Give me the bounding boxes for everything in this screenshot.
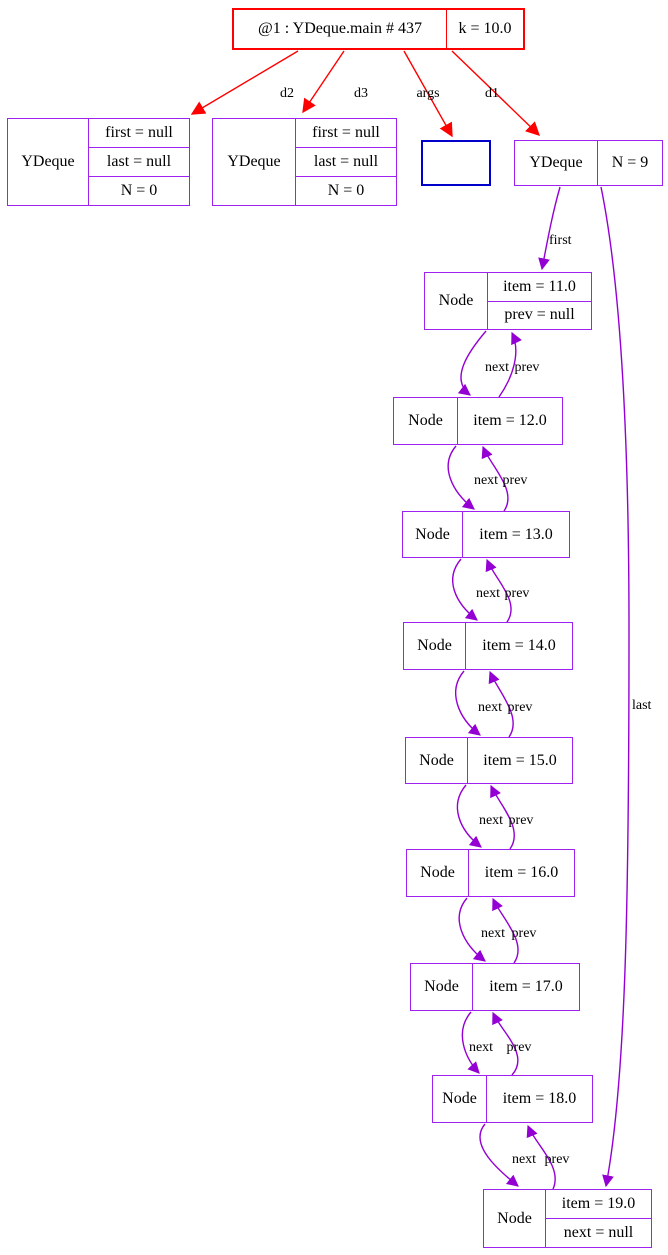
edge-label-next: next (512, 1152, 536, 1167)
node-type-label: Node (404, 623, 466, 669)
node-type-label: Node (403, 512, 463, 557)
edge-label-d1: d1 (485, 86, 499, 101)
ydeque-type-label: YDeque (515, 141, 598, 185)
ydeque-box-d2: YDeque first = null last = null N = 0 (7, 118, 190, 206)
edge-next-11-12 (457, 330, 487, 396)
edge-prev-17-16 (492, 897, 519, 964)
node-field-item: item = 19.0 (561, 1195, 636, 1212)
node-type-label: Node (407, 850, 469, 896)
node-type-label: Node (425, 273, 488, 329)
edge-label-first: first (549, 233, 572, 248)
edge-next-16-17 (458, 897, 486, 962)
stack-frame-box: @1 : YDeque.main # 437 k = 10.0 (232, 8, 525, 50)
edge-next-17-18 (461, 1011, 480, 1074)
edge-prev-18-17 (492, 1011, 519, 1076)
node-box-11: Node item = 11.0 prev = null (424, 272, 592, 330)
edge-label-next: next (481, 926, 505, 941)
ydeque-field-first: first = null (312, 124, 380, 141)
edge-prev-12-11 (498, 331, 522, 398)
edge-label-prev: prev (512, 926, 537, 941)
edge-label-next: next (476, 586, 500, 601)
node-box-16: Node item = 16.0 (406, 849, 575, 897)
node-box-19: Node item = 19.0 next = null (483, 1189, 652, 1248)
ydeque-field-n: N = 0 (89, 176, 189, 205)
node-field-item: item = 18.0 (502, 1090, 577, 1107)
args-box (421, 140, 491, 186)
edge-label-next: next (479, 813, 503, 828)
edge-label-prev: prev (515, 360, 540, 375)
edge-label-d2: d2 (280, 86, 294, 101)
node-field-item: item = 14.0 (482, 637, 556, 654)
edge-label-next: next (478, 700, 502, 715)
node-type-label: Node (406, 738, 468, 783)
node-field-item: item = 16.0 (484, 864, 559, 881)
args-empty-cell (423, 142, 489, 184)
edge-label-prev: prev (509, 813, 534, 828)
edge-last (600, 186, 630, 1188)
edge-label-prev: prev (505, 586, 530, 601)
ydeque-field-last: last = null (296, 147, 396, 176)
node-box-13: Node item = 13.0 (402, 511, 570, 558)
node-field-item: item = 17.0 (489, 978, 563, 995)
node-box-12: Node item = 12.0 (393, 397, 563, 445)
edge-label-d3: d3 (354, 86, 368, 101)
edge-d3 (302, 50, 345, 114)
node-field-item: item = 15.0 (483, 751, 557, 769)
edge-prev-13-12 (481, 445, 509, 512)
edge-next-12-13 (447, 445, 475, 510)
node-box-18: Node item = 18.0 (432, 1075, 593, 1123)
edge-label-next: next (474, 473, 498, 488)
edge-label-next: next (485, 360, 509, 375)
node-box-17: Node item = 17.0 (410, 963, 580, 1011)
edge-args (403, 50, 453, 138)
ydeque-type-label: YDeque (8, 119, 89, 205)
edge-next-13-14 (452, 558, 478, 621)
edge-label-prev: prev (503, 473, 528, 488)
edge-label-args: args (416, 86, 439, 101)
node-field-next: next = null (546, 1218, 651, 1247)
ydeque-field-n: N = 0 (296, 176, 396, 205)
stack-frame-title: @1 : YDeque.main # 437 (234, 10, 447, 48)
edge-label-prev: prev (545, 1152, 570, 1167)
node-box-14: Node item = 14.0 (403, 622, 573, 670)
edge-d2 (190, 50, 299, 115)
edge-next-15-16 (456, 784, 482, 848)
edge-next-14-15 (455, 670, 481, 736)
node-type-label: Node (433, 1076, 487, 1122)
node-field-item: item = 12.0 (473, 412, 547, 429)
edge-label-next: next (469, 1040, 493, 1055)
node-field-prev: prev = null (488, 300, 591, 330)
edge-label-last: last (632, 698, 652, 713)
edge-prev-19-18 (526, 1124, 556, 1190)
ydeque-type-label: YDeque (213, 119, 296, 205)
node-field-item: item = 11.0 (503, 277, 576, 295)
ydeque-field-last: last = null (89, 147, 189, 176)
edge-label-prev: prev (508, 700, 533, 715)
node-field-item: item = 13.0 (479, 525, 553, 543)
edge-label-prev: prev (507, 1040, 532, 1055)
ydeque-box-d1: YDeque N = 9 (514, 140, 663, 186)
frame-field-k: k = 10.0 (458, 20, 512, 37)
edge-d1 (451, 50, 541, 136)
edge-next-18-19 (479, 1123, 519, 1187)
node-type-label: Node (411, 964, 473, 1010)
ydeque-field-n: N = 9 (611, 154, 649, 171)
node-type-label: Node (394, 398, 458, 444)
ydeque-box-d3: YDeque first = null last = null N = 0 (212, 118, 397, 206)
node-box-15: Node item = 15.0 (405, 737, 573, 784)
edge-prev-16-15 (490, 784, 515, 850)
ydeque-field-first: first = null (105, 124, 173, 141)
edge-prev-15-14 (488, 670, 514, 738)
node-type-label: Node (484, 1190, 546, 1247)
edge-first (538, 186, 561, 271)
edge-prev-14-13 (485, 558, 512, 623)
